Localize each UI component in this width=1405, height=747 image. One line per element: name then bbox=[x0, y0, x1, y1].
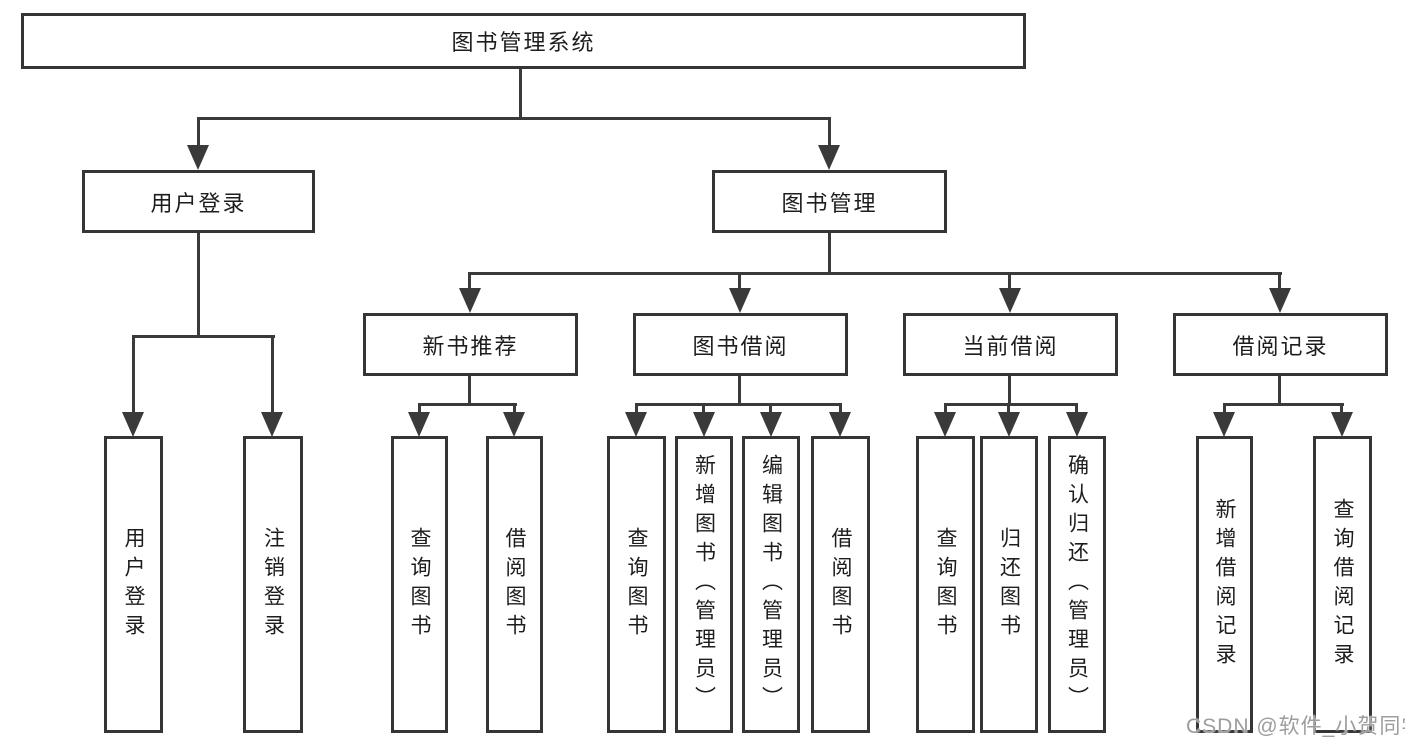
root-node-library-system: 图书管理系统 bbox=[21, 13, 1026, 69]
connector-line bbox=[132, 335, 135, 414]
arrow-down-icon bbox=[693, 412, 715, 437]
arrow-down-icon bbox=[999, 288, 1021, 313]
leaf-node-newbooks-query: 查询图书 bbox=[391, 436, 448, 733]
leaf-node-newbooks-query-label: 查询图书 bbox=[408, 526, 431, 643]
connector-line bbox=[1278, 272, 1281, 292]
connector-line bbox=[1008, 272, 1011, 292]
connector-line bbox=[519, 68, 522, 118]
arrow-down-icon bbox=[261, 412, 283, 437]
arrow-down-icon bbox=[934, 412, 956, 437]
arrow-down-icon bbox=[1213, 412, 1235, 437]
arrow-down-icon bbox=[122, 412, 144, 437]
connector-line bbox=[944, 403, 947, 415]
arrow-down-icon bbox=[1331, 412, 1353, 437]
connector-line bbox=[944, 403, 1078, 406]
leaf-node-logout: 注销登录 bbox=[243, 436, 303, 733]
arrow-down-icon bbox=[729, 288, 751, 313]
leaf-node-currentborrow-return-label: 归还图书 bbox=[997, 526, 1021, 643]
connector-line bbox=[513, 403, 516, 415]
node-book-borrow: 图书借阅 bbox=[633, 313, 848, 376]
leaf-node-bookborrow-edit-admin-label: 编辑图书（管理员） bbox=[759, 454, 783, 715]
leaf-node-currentborrow-confirm-admin: 确认归还（管理员） bbox=[1048, 436, 1106, 733]
connector-line bbox=[635, 403, 638, 415]
leaf-node-bookborrow-query-label: 查询图书 bbox=[625, 526, 648, 643]
connector-line bbox=[1075, 403, 1078, 415]
arrow-down-icon bbox=[625, 412, 647, 437]
leaf-node-bookborrow-borrow: 借阅图书 bbox=[811, 436, 870, 733]
root-node-label: 图书管理系统 bbox=[451, 30, 596, 55]
connector-line bbox=[132, 335, 275, 338]
connector-line bbox=[418, 403, 517, 406]
leaf-node-newbooks-borrow: 借阅图书 bbox=[486, 436, 543, 733]
leaf-node-bookborrow-query: 查询图书 bbox=[607, 436, 666, 733]
leaf-node-currentborrow-return: 归还图书 bbox=[980, 436, 1038, 733]
leaf-node-bookborrow-add-admin-label: 新增图书（管理员） bbox=[692, 454, 716, 715]
arrow-down-icon bbox=[760, 412, 782, 437]
arrow-down-icon bbox=[187, 145, 209, 170]
connector-line bbox=[738, 272, 741, 292]
csdn-watermark: CSDN @软件_小贺同学 bbox=[1186, 715, 1405, 738]
connector-line bbox=[635, 403, 842, 406]
arrow-down-icon bbox=[503, 412, 525, 437]
leaf-node-user-login: 用户登录 bbox=[104, 436, 163, 733]
connector-line bbox=[468, 376, 471, 405]
arrow-down-icon bbox=[459, 288, 481, 313]
node-borrow-records-label: 借阅记录 bbox=[1232, 333, 1329, 359]
node-current-borrow-label: 当前借阅 bbox=[962, 333, 1059, 359]
node-new-book-recommend: 新书推荐 bbox=[363, 313, 578, 376]
connector-line bbox=[738, 376, 741, 405]
leaf-node-newbooks-borrow-label: 借阅图书 bbox=[503, 526, 526, 643]
arrow-down-icon bbox=[818, 145, 840, 170]
arrow-down-icon bbox=[998, 412, 1020, 437]
leaf-node-records-add: 新增借阅记录 bbox=[1196, 436, 1253, 733]
node-current-borrow: 当前借阅 bbox=[903, 313, 1118, 376]
connector-line bbox=[271, 335, 274, 414]
leaf-node-bookborrow-add-admin: 新增图书（管理员） bbox=[675, 436, 733, 733]
connector-line bbox=[197, 117, 200, 148]
node-new-book-recommend-label: 新书推荐 bbox=[422, 333, 519, 359]
connector-line bbox=[418, 403, 421, 415]
connector-line bbox=[828, 117, 831, 148]
arrow-down-icon bbox=[829, 412, 851, 437]
node-book-management-label: 图书管理 bbox=[781, 190, 878, 216]
connector-line bbox=[468, 272, 1282, 275]
connector-line bbox=[197, 233, 200, 337]
connector-line bbox=[468, 272, 471, 292]
arrow-down-icon bbox=[1066, 412, 1088, 437]
leaf-node-records-query-label: 查询借阅记录 bbox=[1331, 497, 1354, 672]
connector-line bbox=[839, 403, 842, 415]
leaf-node-logout-label: 注销登录 bbox=[261, 526, 285, 643]
leaf-node-currentborrow-query: 查询图书 bbox=[916, 436, 975, 733]
arrow-down-icon bbox=[408, 412, 430, 437]
connector-line bbox=[1223, 403, 1226, 415]
node-user-login: 用户登录 bbox=[82, 170, 315, 233]
connector-line bbox=[828, 233, 831, 275]
leaf-node-bookborrow-borrow-label: 借阅图书 bbox=[829, 526, 852, 643]
connector-line bbox=[1223, 403, 1344, 406]
leaf-node-currentborrow-query-label: 查询图书 bbox=[934, 526, 957, 643]
node-book-management: 图书管理 bbox=[712, 170, 947, 233]
leaf-node-bookborrow-edit-admin: 编辑图书（管理员） bbox=[742, 436, 800, 733]
leaf-node-user-login-label: 用户登录 bbox=[122, 526, 145, 643]
connector-line bbox=[1340, 403, 1343, 415]
node-book-borrow-label: 图书借阅 bbox=[692, 333, 789, 359]
node-user-login-label: 用户登录 bbox=[150, 190, 247, 216]
leaf-node-records-query: 查询借阅记录 bbox=[1313, 436, 1372, 733]
leaf-node-records-add-label: 新增借阅记录 bbox=[1213, 497, 1236, 672]
connector-line bbox=[702, 403, 705, 415]
connector-line bbox=[1008, 376, 1011, 405]
arrow-down-icon bbox=[1269, 288, 1291, 313]
connector-line bbox=[197, 117, 831, 120]
connector-line bbox=[769, 403, 772, 415]
leaf-node-currentborrow-confirm-admin-label: 确认归还（管理员） bbox=[1065, 454, 1089, 715]
connector-line bbox=[1007, 403, 1010, 415]
connector-line bbox=[1278, 376, 1281, 405]
node-borrow-records: 借阅记录 bbox=[1173, 313, 1388, 376]
